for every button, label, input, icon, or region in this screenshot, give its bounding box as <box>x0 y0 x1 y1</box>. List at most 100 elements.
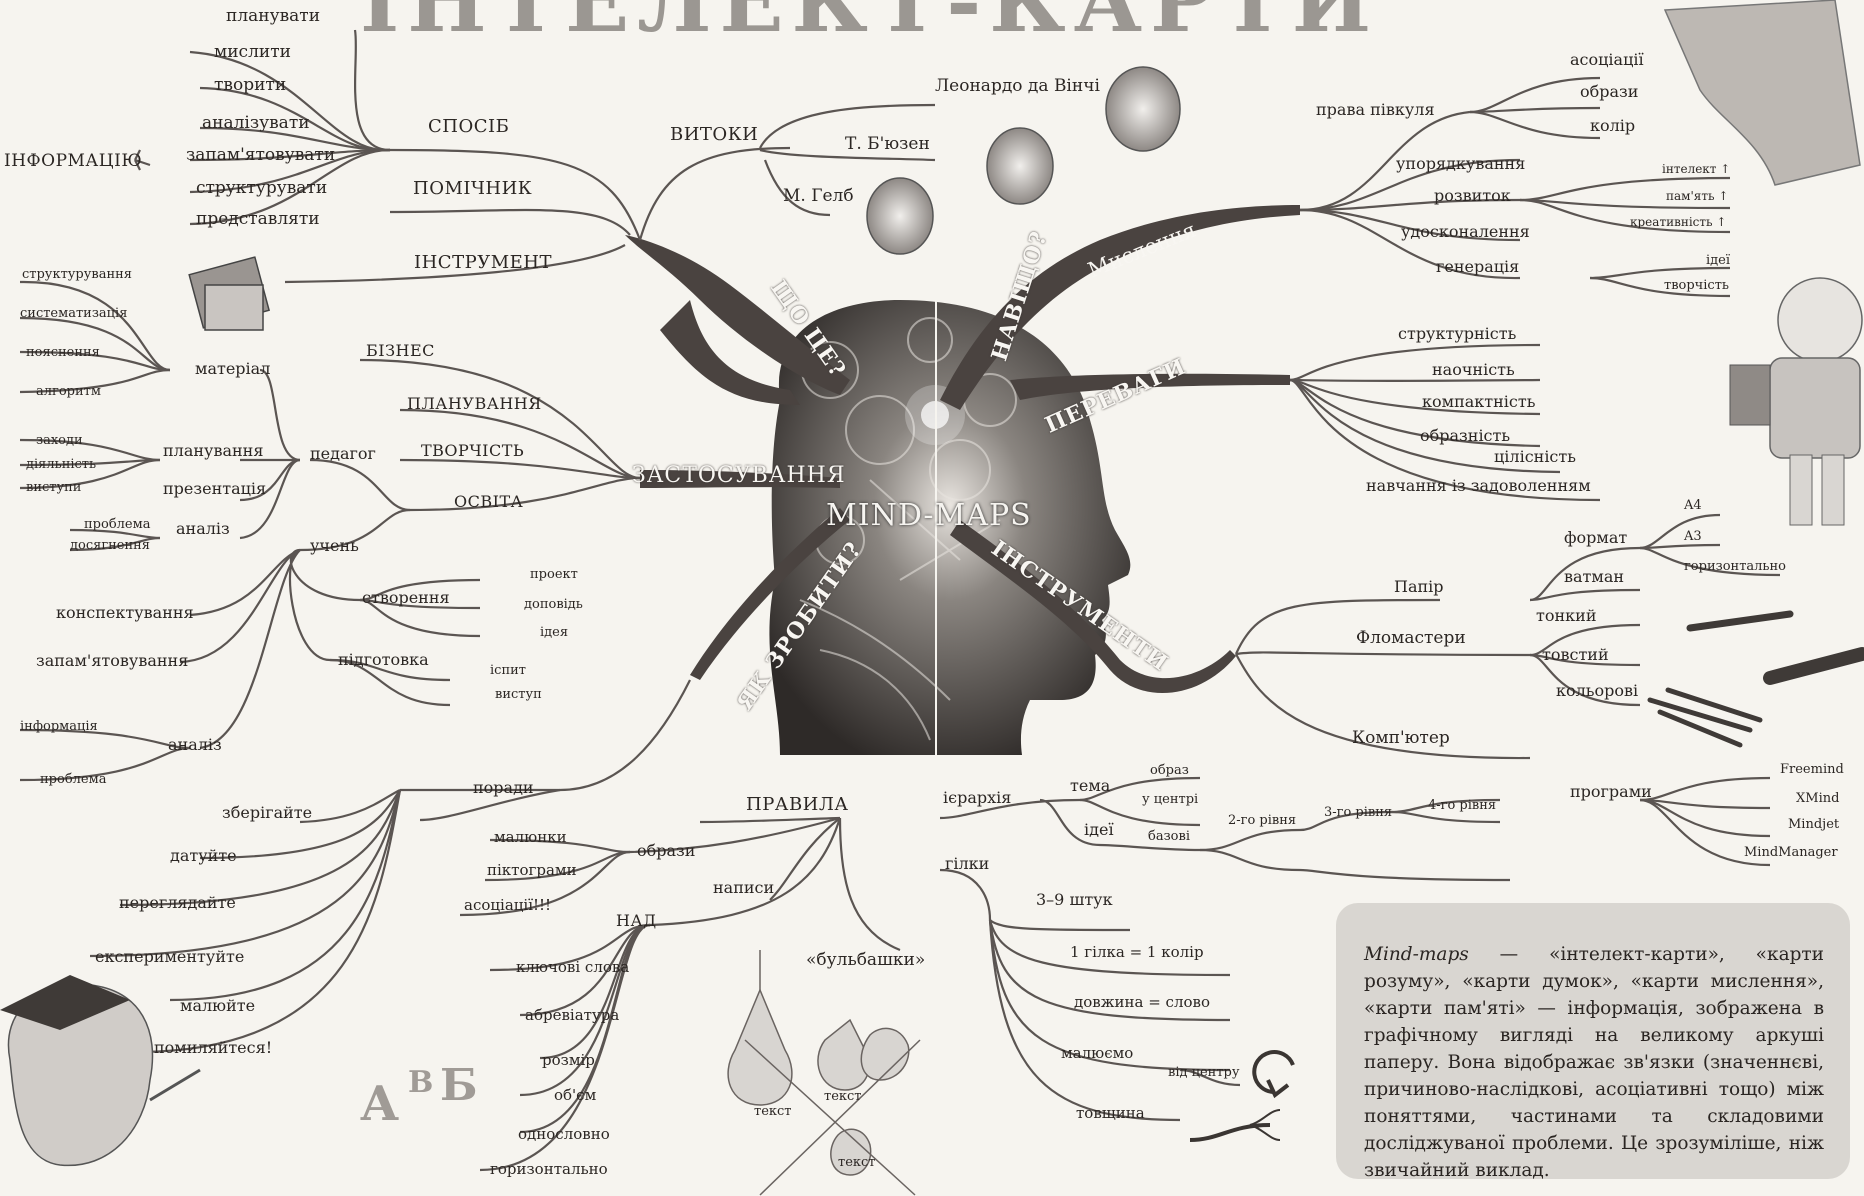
circular-arrow-icon <box>1254 1052 1293 1095</box>
inscriptions-bubbles: «бульбашки» <box>806 952 925 969</box>
tools-whatman: ватман <box>1564 569 1624 585</box>
advantage-4: образність <box>1420 428 1510 444</box>
gen-item-2: творчість <box>1664 279 1729 292</box>
images-item-3: асоціації!!! <box>464 898 551 913</box>
student-notes: конспектування <box>56 605 194 621</box>
level-4: 4-го рівня <box>1428 799 1496 812</box>
tools-paper: Папір <box>1394 579 1444 595</box>
advantage-3: компактність <box>1422 394 1535 410</box>
theme-item-1: образ <box>1150 764 1189 777</box>
advice-5: малюйте <box>180 998 255 1014</box>
branch-label-rules: ПРАВИЛА <box>746 796 849 814</box>
program-2: XMind <box>1796 792 1839 805</box>
student-analysis-item-2: проблема <box>40 773 106 786</box>
map-scroll-illustration <box>1665 0 1860 185</box>
material-item-1: структурування <box>22 268 132 281</box>
images-label: образи <box>637 843 695 859</box>
abc-letter-b: В <box>408 1065 433 1100</box>
info-verb-3: творити <box>214 77 286 94</box>
hierarchy-label: ієрархія <box>943 790 1011 806</box>
origin-gelb: М. Гелб <box>783 188 854 205</box>
bubble-text-2: текст <box>824 1090 861 1103</box>
tools-computer: Комп'ютер <box>1352 730 1450 747</box>
material-item-4: алгоритм <box>36 385 101 398</box>
why-improvement: удосконалення <box>1401 224 1530 240</box>
teacher-analysis: аналіз <box>176 521 230 537</box>
gen-item-1: ідеї <box>1706 254 1730 267</box>
usage-creativity: ТВОРЧІСТЬ <box>421 443 524 459</box>
teacher-analysis-item-2: досягнення <box>70 539 150 552</box>
what-origins: ВИТОКИ <box>670 126 758 144</box>
usage-planning: ПЛАНУВАННЯ <box>407 396 542 412</box>
bubble-text-1: текст <box>754 1105 791 1118</box>
theme-item-2: у центрі <box>1142 793 1198 806</box>
student-analysis-item-1: інформація <box>20 720 98 733</box>
format-horizontal: горизонтально <box>1684 560 1786 573</box>
marker-thin: тонкий <box>1536 608 1596 624</box>
branch-rule-4: малюємо <box>1061 1046 1133 1061</box>
creation-item-2: доповідь <box>524 598 583 611</box>
images-item-1: малюнки <box>494 830 567 845</box>
info-verb-1: планувати <box>226 8 320 25</box>
creation-item-1: проект <box>530 568 578 581</box>
info-verb-6: структурувати <box>196 180 327 197</box>
teacher-analysis-item-1: проблема <box>84 518 150 531</box>
creation-item-3: ідея <box>540 626 568 639</box>
book-illustration <box>189 257 269 330</box>
advice-3: переглядайте <box>119 895 236 911</box>
branch-rule-3: довжина = слово <box>1074 995 1210 1010</box>
branches-rules-label: гілки <box>945 856 989 872</box>
format-a3: A3 <box>1684 530 1702 543</box>
thickness-branch-icon <box>1190 1110 1280 1140</box>
advice-1: зберігайте <box>222 805 312 821</box>
student-creation: створення <box>362 590 450 606</box>
marker-colored: кольорові <box>1556 683 1638 699</box>
hierarchy-theme: тема <box>1070 778 1110 794</box>
abc-letter-a: А <box>360 1076 399 1132</box>
advantage-5: цілісність <box>1494 449 1576 465</box>
dev-item-3: креативність ↑ <box>1630 216 1726 228</box>
material-item-2: систематизація <box>20 307 127 320</box>
usage-business: БІЗНЕС <box>366 343 435 359</box>
definition-term: Mind-maps <box>1364 944 1469 965</box>
advice-4: експериментуйте <box>95 949 244 965</box>
preparation-item-2: виступ <box>495 688 542 701</box>
program-3: Mindjet <box>1788 818 1839 831</box>
inscription-4: об'єм <box>554 1088 596 1103</box>
marker-thick: товстий <box>1542 647 1609 663</box>
inscription-5: однословно <box>518 1127 610 1142</box>
inscription-1: ключові слова <box>516 960 629 975</box>
advantage-2: наочність <box>1432 362 1515 378</box>
preparation-item-1: іспит <box>490 664 526 677</box>
program-1: Freemind <box>1780 763 1844 776</box>
bubbles-sketch <box>728 950 920 1195</box>
portrait-leonardo <box>1106 67 1180 151</box>
branch-rule-1: 3–9 штук <box>1036 892 1113 908</box>
hierarchy-basic: базові <box>1148 830 1190 843</box>
rh-item-2: образи <box>1580 84 1638 100</box>
advice-label: поради <box>473 780 534 796</box>
bubble-text-3: текст <box>838 1156 875 1169</box>
why-right-hemisphere: права півкуля <box>1316 102 1435 118</box>
abc-blocks-illustration: А В Б <box>360 1060 478 1132</box>
advice-6: помиляйтеся! <box>154 1040 272 1056</box>
format-a4: A4 <box>1684 499 1702 512</box>
branch-label-usage: ЗАСТОСУВАННЯ <box>632 465 846 487</box>
teacher-label: педагог <box>310 446 376 462</box>
info-verb-7: представляти <box>196 211 320 228</box>
page-title: ІНТЕЛЕКТ-КАРТИ <box>360 0 1379 51</box>
tools-format: формат <box>1564 530 1627 546</box>
material-item-3: пояснення <box>26 346 100 359</box>
origin-buzan: Т. Б'юзен <box>845 136 930 153</box>
markers-illustration <box>1650 614 1862 745</box>
portrait-buzan <box>987 128 1053 204</box>
info-target: ІНФОРМАЦІЮ <box>4 153 142 170</box>
branch-rule-5: товщина <box>1076 1106 1145 1121</box>
advantage-1: структурність <box>1398 326 1516 342</box>
inscription-2: абревіатура <box>525 1008 619 1023</box>
student-label: учень <box>310 538 359 554</box>
info-verb-2: мислити <box>214 44 291 61</box>
planning-item-2: діяльність <box>26 458 96 471</box>
planning-item-1: заходи <box>36 434 83 447</box>
brain-mascot-illustration <box>0 975 200 1165</box>
